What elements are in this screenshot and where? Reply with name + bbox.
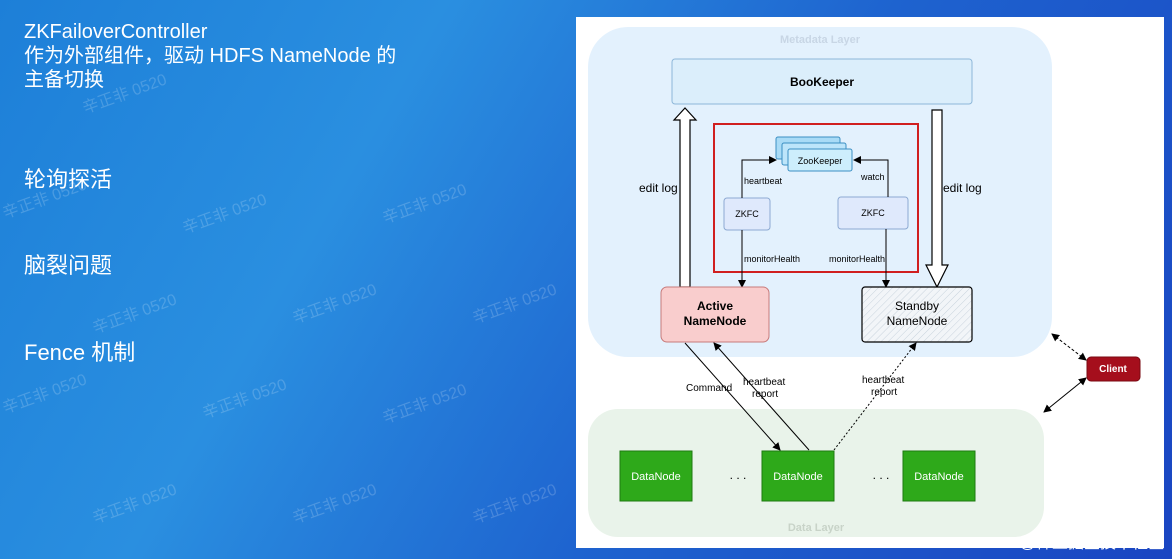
watermark: 辛正非 0520 xyxy=(90,481,180,528)
watch-connector xyxy=(853,156,889,197)
footer-credit: @稀土掘金技术社区 xyxy=(1019,535,1164,552)
zkfc-left-label: ZKFC xyxy=(735,209,759,219)
zookeeper-region xyxy=(713,123,919,273)
edit-log-right-label: edit log xyxy=(943,181,982,195)
heartbeat-connector xyxy=(741,156,777,198)
heartbeat-report-active-arrow xyxy=(713,342,810,451)
client-to-metadata-connector xyxy=(1051,333,1087,361)
watermark: 辛正非 0520 xyxy=(200,376,290,423)
bookkeeper-box xyxy=(671,58,973,105)
diagram-panel: Metadata Layer Data Layer BooKeeper edit… xyxy=(576,17,1164,548)
command-arrow xyxy=(684,342,781,451)
edit-log-left-label: edit log xyxy=(639,181,678,195)
title-line-2: 作为外部组件，驱动 HDFS NameNode 的 xyxy=(24,45,397,67)
heartbeat-report-active-line2: report xyxy=(752,389,778,400)
bookkeeper-label: BooKeeper xyxy=(790,75,854,89)
heartbeat-report-active-line1: heartbeat xyxy=(743,377,785,388)
watermark: 辛正非 0520 xyxy=(0,371,90,418)
datanode-label-3: DataNode xyxy=(914,471,964,483)
metadata-layer-label: Metadata Layer xyxy=(780,34,861,46)
zkfc-right-label: ZKFC xyxy=(861,208,885,218)
ellipsis-2: . . . xyxy=(873,468,890,482)
bullet-split-brain: 脑裂问题 xyxy=(24,253,113,278)
watermark: 辛正非 0520 xyxy=(180,191,270,238)
watermark: 辛正非 0520 xyxy=(90,291,180,338)
edit-log-down-arrow xyxy=(925,109,949,289)
watermark: 辛正非 0520 xyxy=(470,281,560,328)
title-line-1: ZKFailoverController xyxy=(24,21,208,43)
bullet-fence: Fence 机制 xyxy=(24,340,136,365)
datanode-box-1 xyxy=(619,450,693,502)
datanode-label-2: DataNode xyxy=(773,471,823,483)
watch-label: watch xyxy=(860,172,885,182)
zkfc-left-box xyxy=(723,197,771,231)
watermark: 辛正非 0520 xyxy=(470,481,560,528)
zkfc-right-box xyxy=(837,196,909,230)
monitor-health-left-label: monitorHealth xyxy=(744,254,800,264)
datanode-label-1: DataNode xyxy=(631,471,681,483)
watermark: 辛正非 0520 xyxy=(380,181,470,228)
standby-namenode-line1: Standby xyxy=(895,299,939,313)
active-namenode-box xyxy=(660,286,770,343)
active-namenode-line1: Active xyxy=(697,299,733,313)
watermark: 辛正非 0520 xyxy=(380,381,470,428)
command-label: Command xyxy=(686,383,732,394)
standby-namenode-line2: NameNode xyxy=(887,314,948,328)
active-namenode-line2: NameNode xyxy=(684,314,747,328)
client-label: Client xyxy=(1099,364,1127,375)
standby-namenode-box xyxy=(861,286,973,343)
hdfs-ha-diagram: Metadata Layer Data Layer BooKeeper edit… xyxy=(588,27,1141,537)
watermark: 辛正非 0520 xyxy=(290,481,380,528)
bullet-polling: 轮询探活 xyxy=(24,167,113,192)
zookeeper-label: ZooKeeper xyxy=(798,156,843,166)
title-line-3: 主备切换 xyxy=(24,69,104,91)
ellipsis-1: . . . xyxy=(730,468,747,482)
zookeeper-box xyxy=(787,148,853,172)
data-layer-label: Data Layer xyxy=(788,522,845,534)
client-to-data-connector xyxy=(1043,377,1087,413)
monitor-health-right-label: monitorHealth xyxy=(829,254,885,264)
datanode-box-2 xyxy=(761,450,835,502)
watermark: 辛正非 0520 xyxy=(290,281,380,328)
heartbeat-report-standby-arrow xyxy=(833,342,917,451)
edit-log-up-arrow xyxy=(672,107,698,288)
heartbeat-report-standby-line1: heartbeat xyxy=(862,375,904,386)
left-text-block: ZKFailoverController 作为外部组件，驱动 HDFS Name… xyxy=(24,20,544,92)
heartbeat-label: heartbeat xyxy=(744,176,783,186)
datanode-box-3 xyxy=(902,450,976,502)
client-box xyxy=(1086,356,1141,382)
heartbeat-report-standby-line2: report xyxy=(871,387,897,398)
